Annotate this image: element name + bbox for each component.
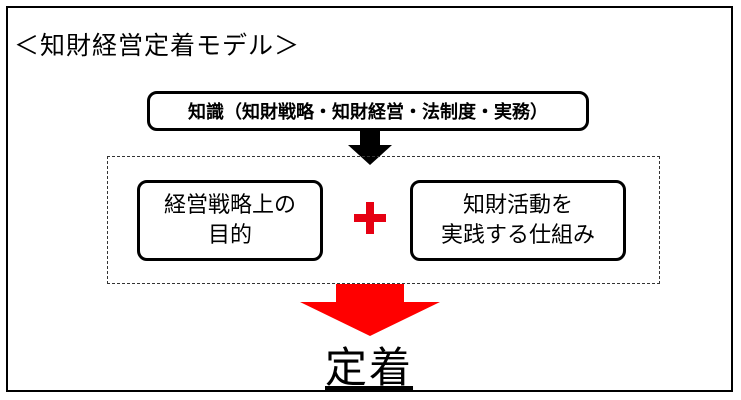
- strategy-purpose-line1: 経営戦略上の: [163, 192, 296, 218]
- strategy-purpose-box: 経営戦略上の 目的: [137, 180, 323, 261]
- result-label: 定着: [325, 343, 414, 392]
- ip-activity-mechanism-box: 知財活動を 実践する仕組み: [410, 180, 626, 261]
- strategy-purpose-line2: 目的: [207, 222, 252, 248]
- ip-activity-line2: 実践する仕組み: [440, 222, 595, 248]
- knowledge-label: 知識（知財戦略・知財経営・法制度・実務）: [188, 102, 548, 123]
- dashed-group-container: [107, 156, 660, 284]
- diagram-title: ＜知財経営定着モデル＞: [14, 31, 301, 60]
- plus-icon: [354, 202, 386, 234]
- knowledge-box: 知識（知財戦略・知財経営・法制度・実務）: [147, 91, 589, 131]
- down-arrow-black-icon: [348, 131, 392, 165]
- down-arrow-red-icon: [300, 284, 440, 336]
- ip-activity-line1: 知財活動を: [462, 192, 573, 218]
- diagram-frame: [6, 6, 733, 392]
